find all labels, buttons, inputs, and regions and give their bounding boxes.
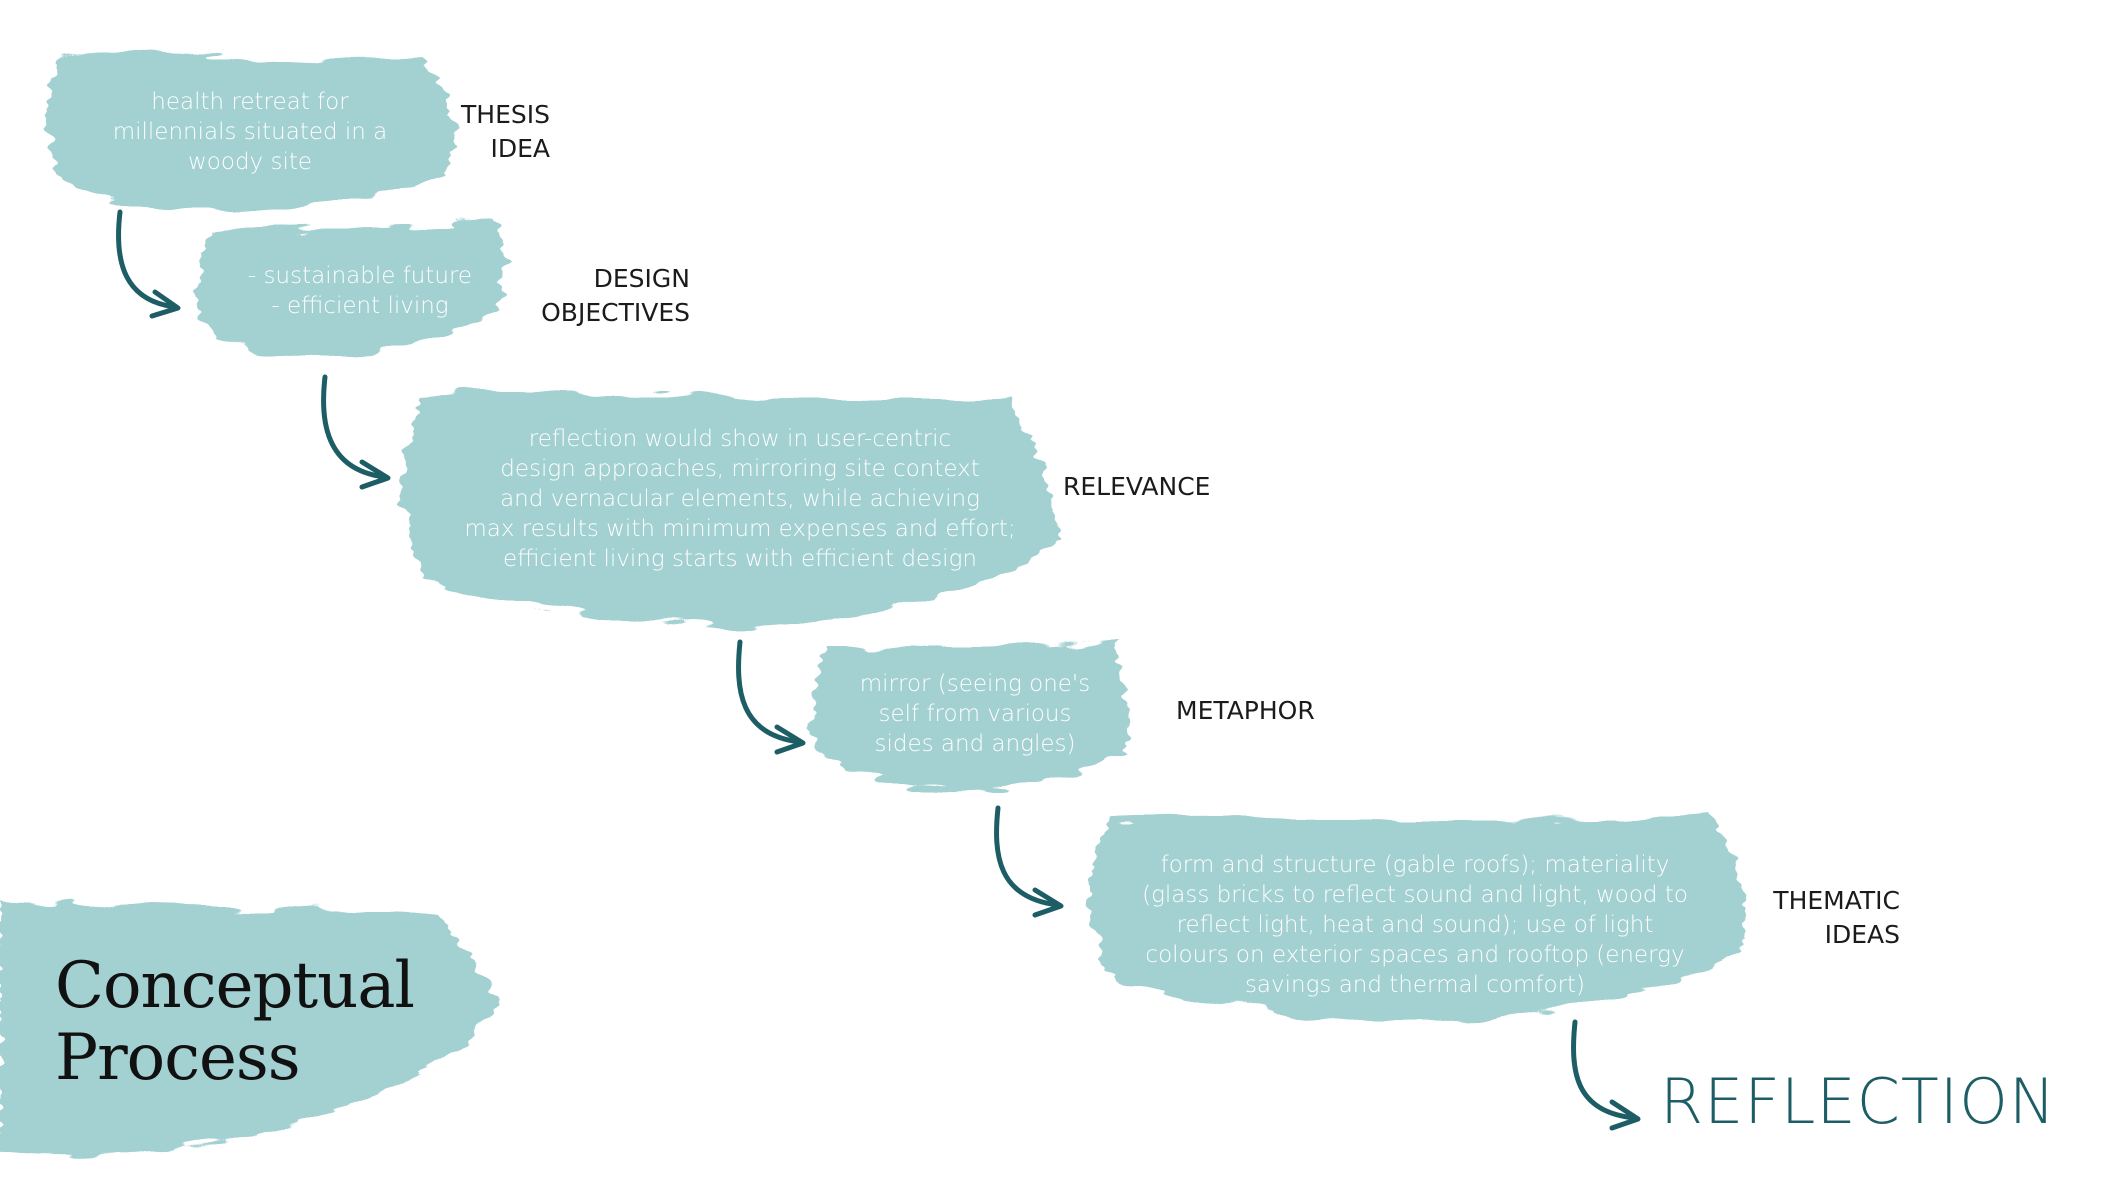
arrow-5 [1571,1019,1641,1131]
page-title: Conceptual Process [55,949,415,1095]
step-2-text: - sustainable future - efficient living [247,263,473,319]
brush-stroke-1 [45,50,455,211]
result-text: REFLECTION [1660,1065,2057,1138]
step-4-label: METAPHOR [1176,696,1315,725]
brush-stroke-4 [810,640,1130,791]
brush-stroke-5 [1085,815,1750,1021]
step-5-text: form and structure (gable roofs); materi… [1142,852,1688,998]
arrow-3 [736,639,806,755]
step-1-text: health retreat for millennials situated … [112,89,388,175]
step-3-text: reflection would show in user-centric de… [464,426,1016,572]
step-2-label: DESIGN OBJECTIVES [541,264,690,327]
arrow-2 [321,374,391,490]
step-5-label: THEMATIC IDEAS [1773,886,1900,949]
arrow-1 [116,209,181,319]
brush-stroke-2 [195,222,505,358]
step-3-label: RELEVANCE [1063,472,1211,501]
step-1-label: THESIS IDEA [461,100,550,163]
step-4-text: mirror (seeing one's self from various s… [859,671,1091,757]
brush-stroke-3 [400,392,1060,626]
brush-stroke-title [0,900,500,1154]
arrow-4 [994,805,1064,918]
